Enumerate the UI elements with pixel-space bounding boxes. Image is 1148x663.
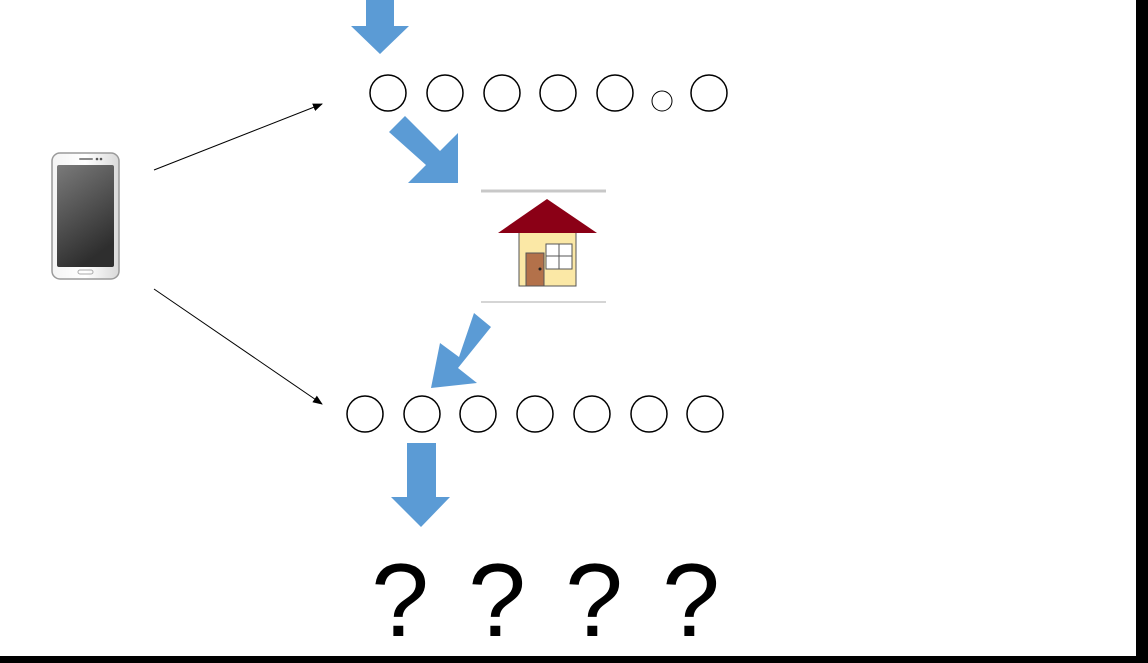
connector-arrow-bottom [153,288,323,405]
question-mark: ? [468,543,526,656]
diagram-svg: ? ? ? ? [51,0,728,656]
circle [596,74,634,112]
circle [346,395,384,433]
diagram-canvas: ? ? ? ? [0,0,1136,656]
circle [403,395,441,433]
circle-row-bottom [346,395,724,433]
smartphone-icon [51,152,120,280]
circle [686,395,724,433]
question-mark: ? [565,543,623,656]
question-marks: ? ? ? ? [371,543,720,656]
circle [459,395,497,433]
circle [369,74,407,112]
question-mark: ? [371,543,429,656]
circle [426,74,464,112]
block-arrow-down-bottom [391,443,450,527]
house-icon [498,199,597,287]
circle [630,395,668,433]
block-arrow-down-top [351,0,409,54]
connector-arrow-top [153,103,323,171]
circle-row-top [369,74,728,112]
block-arrow-diagonal-from-house [431,313,491,388]
circle [516,395,554,433]
small-circle [651,90,673,112]
circle [483,74,521,112]
circle [690,74,728,112]
circle [573,395,611,433]
circle [539,74,577,112]
question-mark: ? [662,543,720,656]
block-arrow-diagonal-to-house [389,116,458,183]
